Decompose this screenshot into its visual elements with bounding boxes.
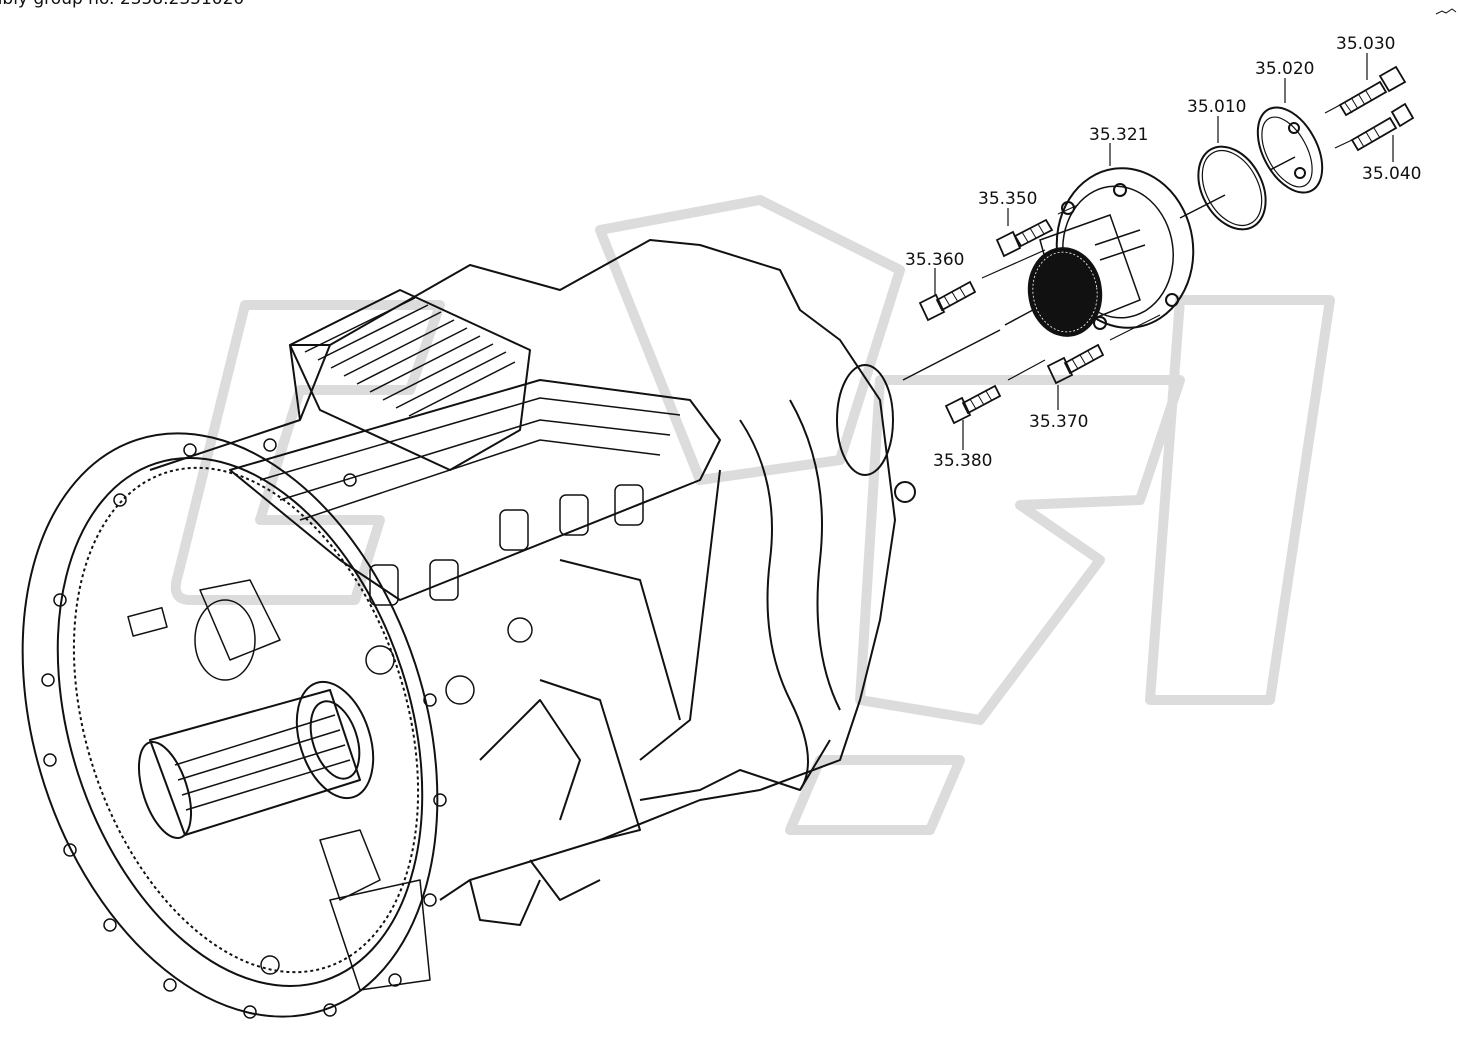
callout-35040: 35.040	[1362, 164, 1421, 184]
input-shaft	[137, 680, 375, 840]
callout-35360: 35.360	[905, 250, 964, 270]
rear-boss	[836, 364, 894, 476]
callout-labels: 35.030 35.020 35.010 35.321 35.040 35.35…	[905, 34, 1421, 471]
bolt-35350	[995, 218, 1054, 258]
assembly-axis-line	[902, 329, 1001, 381]
callout-35380: 35.380	[933, 451, 992, 471]
watermark-logo	[170, 195, 1335, 835]
leader-lines	[934, 53, 1394, 450]
callout-35321: 35.321	[1089, 125, 1148, 145]
bolt-35030	[1338, 65, 1407, 117]
callout-35030: 35.030	[1336, 34, 1395, 54]
callout-35370: 35.370	[1029, 412, 1088, 432]
assembly-caption: ably group no. 2358.2351020	[0, 0, 244, 9]
shift-unit-cover	[289, 289, 531, 471]
o-ring-35010	[1197, 145, 1267, 231]
corner-mark-icon	[1435, 8, 1457, 15]
bolt-35360	[918, 280, 977, 322]
bolt-35040	[1350, 102, 1415, 152]
transmission-housing	[21, 239, 916, 1019]
bell-housing-inner-ring	[56, 457, 424, 987]
flange-bolts	[41, 438, 447, 1019]
bell-housing-flange	[21, 432, 439, 1018]
plate-35020	[1256, 106, 1324, 194]
bolt-35370	[1046, 343, 1105, 385]
callout-35020: 35.020	[1255, 59, 1314, 79]
callout-35350: 35.350	[978, 189, 1037, 209]
main-case-outline	[149, 239, 896, 901]
cover-housing-35321	[1027, 167, 1195, 337]
bolt-35380	[944, 384, 1002, 425]
callout-35010: 35.010	[1187, 97, 1246, 117]
